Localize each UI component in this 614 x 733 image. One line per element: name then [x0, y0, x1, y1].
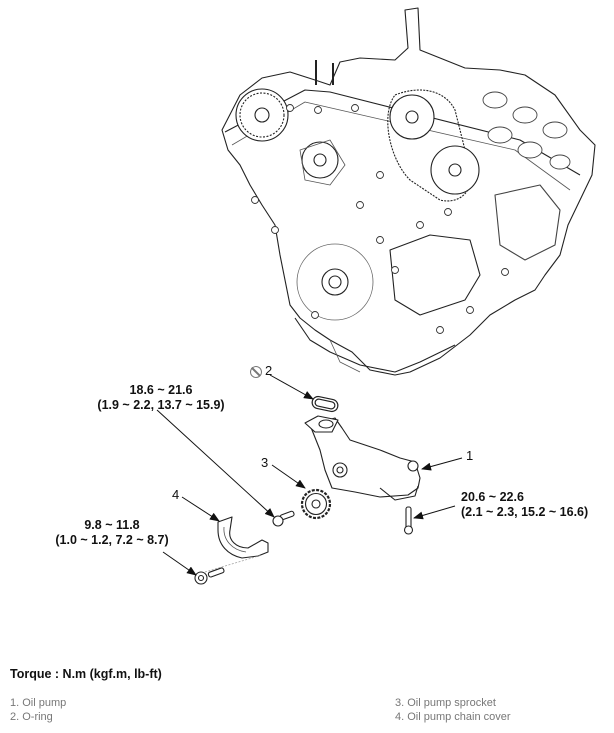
callout-1: 1 — [466, 448, 474, 463]
engine-block-drawing — [221, 7, 596, 376]
callout-4: 4 — [172, 487, 180, 502]
callout-2: 2 — [265, 363, 273, 378]
legend-item-oil-pump-sprocket: 3. Oil pump sprocket — [395, 697, 496, 709]
torque-label-pump-right-bolt: 20.6 ~ 22.6 (2.1 ~ 2.3, 15.2 ~ 16.6) — [461, 490, 588, 520]
oil-pump-drawing — [304, 415, 421, 501]
torque-nm: 20.6 ~ 22.6 — [461, 490, 524, 504]
leader-lines — [156, 374, 463, 576]
legend-item-oil-pump: 1. Oil pump — [10, 697, 67, 709]
callout-3: 3 — [261, 455, 269, 470]
torque-nm: 9.8 ~ 11.8 — [84, 518, 140, 532]
torque-kgf-lbft: (1.0 ~ 1.2, 7.2 ~ 8.7) — [55, 533, 169, 547]
torque-kgf-lbft: (2.1 ~ 2.3, 15.2 ~ 16.6) — [461, 505, 589, 519]
legend-item-o-ring: 2. O-ring — [10, 711, 53, 723]
torque-units-title: Torque : N.m (kgf.m, lb-ft) — [10, 667, 162, 681]
torque-label-pump-upper-bolt: 18.6 ~ 21.6 (1.9 ~ 2.2, 13.7 ~ 15.9) — [86, 383, 236, 413]
chain-cover-drawing — [204, 516, 269, 573]
legend-item-oil-pump-chain-cover: 4. Oil pump chain cover — [395, 711, 511, 723]
bolt-drawings — [194, 506, 414, 585]
o-ring-drawing — [311, 395, 339, 413]
exploded-view-diagram — [156, 7, 596, 585]
do-not-reuse-icon — [250, 366, 262, 378]
torque-nm: 18.6 ~ 21.6 — [129, 383, 193, 397]
oil-pump-sprocket-drawing — [300, 488, 332, 520]
torque-label-chain-cover-bolt: 9.8 ~ 11.8 (1.0 ~ 1.2, 7.2 ~ 8.7) — [48, 518, 176, 548]
torque-kgf-lbft: (1.9 ~ 2.2, 13.7 ~ 15.9) — [97, 398, 225, 412]
